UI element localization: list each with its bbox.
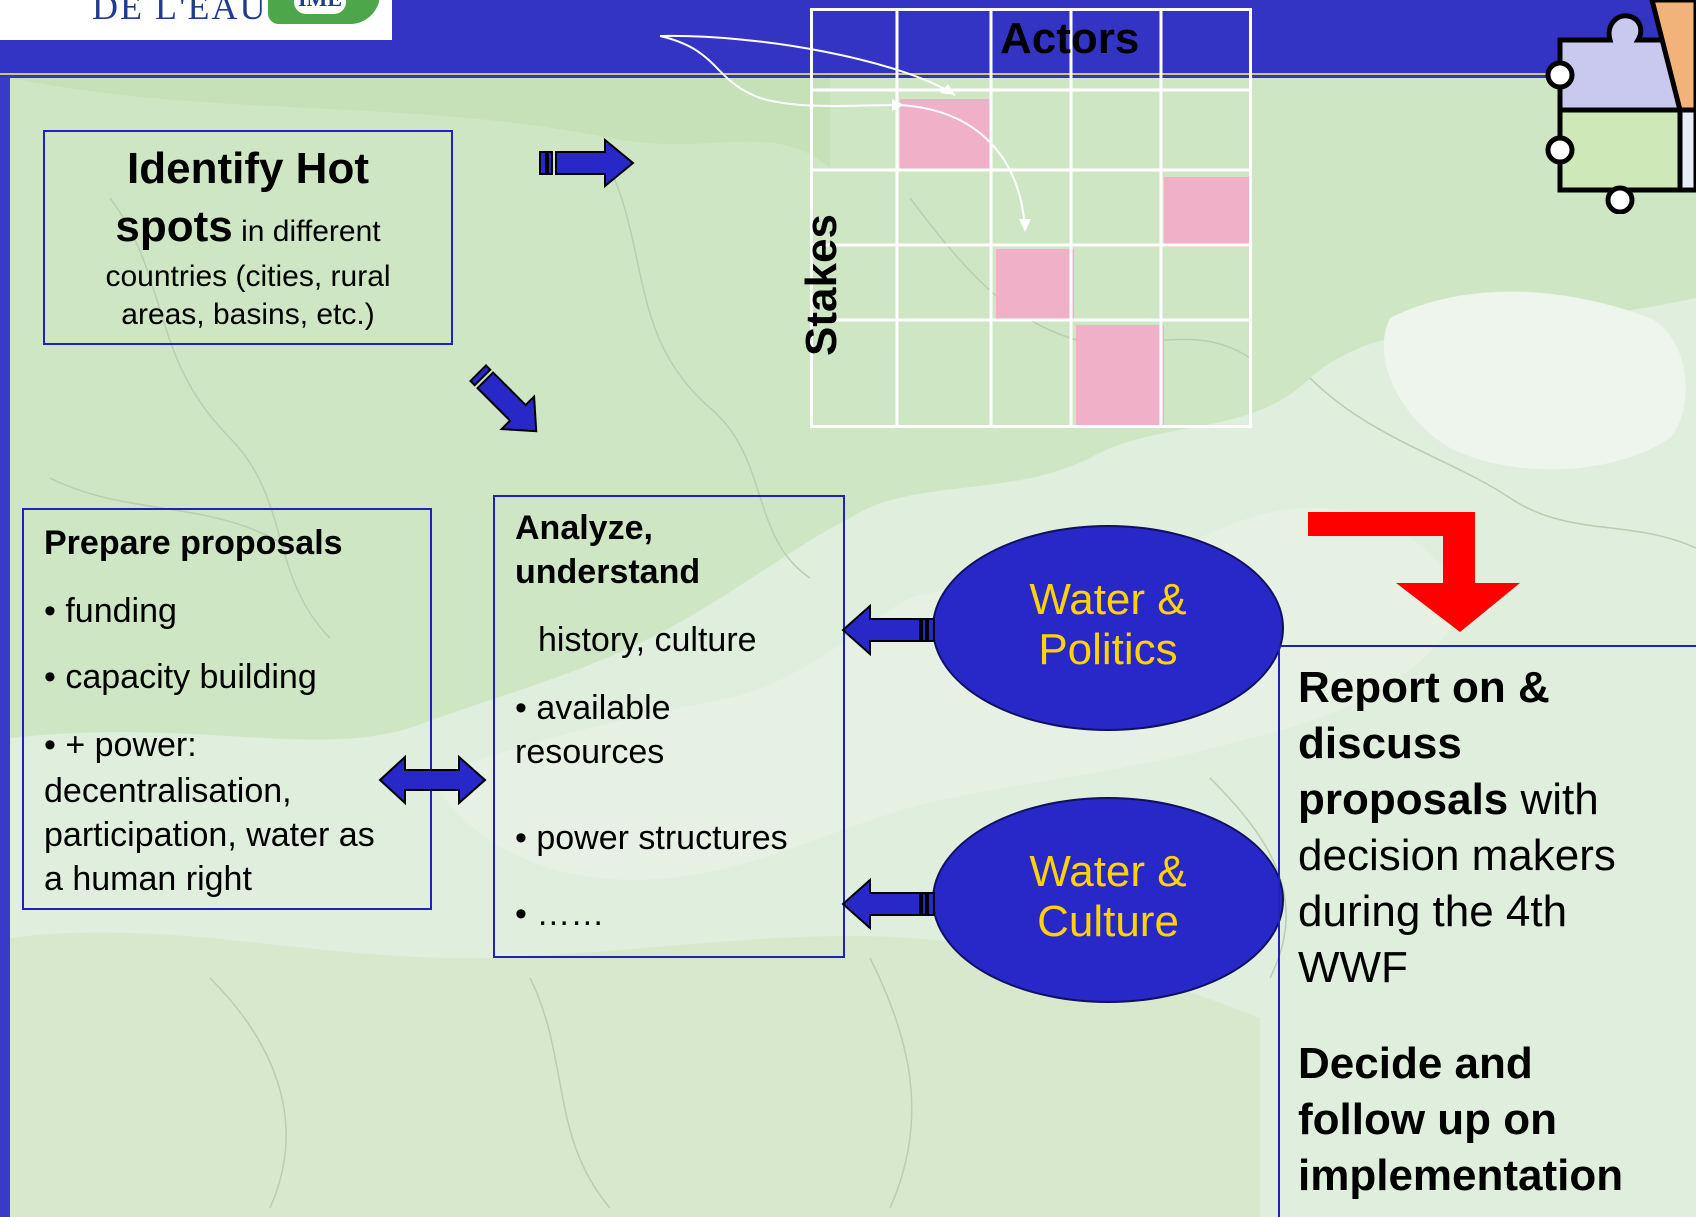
header-divider [0,73,1560,75]
analyze-item-resources-l1: • available [515,689,671,727]
hotspots-line3: countries (cities, rural [105,260,391,293]
report-l2: discuss [1298,719,1462,768]
analyze-title-l1: Analyze, [515,509,653,547]
logo-badge: IME [268,0,380,24]
hotspots-line4: areas, basins, etc.) [121,298,375,331]
stakes-actors-matrix [810,8,1252,428]
matrix-highlight-cell [1076,325,1164,425]
identify-hotspots-box: Identify Hot spots in different countrie… [43,130,453,345]
proposals-item-power-l3: participation, water as [44,816,375,854]
report-box: Report on & discuss proposals with decis… [1278,645,1696,1217]
puzzle-icon [1545,0,1696,214]
analyze-item-power: • power structures [515,819,788,857]
proposals-title: Prepare proposals [44,524,343,562]
matrix-row-label: Stakes [797,214,846,356]
water-politics-ellipse: Water & Politics [932,525,1284,731]
hotspots-title-bold: spots [115,202,233,251]
decide-l1: Decide and [1298,1039,1533,1088]
matrix-column-label: Actors [1000,14,1140,63]
report-l5: during the 4th [1298,887,1568,936]
logo: DE L'EAU IME [0,0,392,40]
analyze-understand-box: Analyze, understand history, culture • a… [493,495,845,958]
water-culture-l2: Culture [1037,897,1179,946]
water-politics-l2: Politics [1038,625,1178,674]
decide-l2: follow up on [1298,1095,1558,1144]
analyze-item-history: history, culture [538,621,757,659]
report-l6: WWF [1298,943,1408,992]
hotspots-title-rest: in different [232,215,381,248]
proposals-item-power-l2: decentralisation, [44,772,292,810]
analyze-item-resources-l2: resources [515,733,665,771]
analyze-title-l2: understand [515,553,701,591]
hotspots-title-line2: spots in different [45,202,451,252]
report-l3-bold: proposals [1298,775,1509,824]
proposals-item-power-l4: a human right [44,860,252,898]
water-culture-l1: Water & [1029,847,1187,896]
analyze-item-ellipsis: • …… [515,895,605,933]
water-politics-l1: Water & [1029,575,1187,624]
matrix-highlight-cell [900,99,990,171]
decide-l3: implementation [1298,1151,1624,1200]
matrix-highlight-cell [996,249,1074,321]
proposals-item-funding: • funding [44,592,177,630]
proposals-item-capacity: • capacity building [44,658,317,696]
report-l3: proposals with [1298,775,1599,825]
logo-text: DE L'EAU [92,0,268,27]
matrix-highlight-cell [1164,177,1249,247]
water-culture-ellipse: Water & Culture [932,797,1284,1003]
prepare-proposals-box: Prepare proposals • funding • capacity b… [22,508,432,910]
proposals-item-power-l1: • + power: [44,726,197,764]
report-l4: decision makers [1298,831,1616,880]
report-l1: Report on & [1298,663,1550,712]
report-l3-rest: with [1508,775,1599,824]
hotspots-title-line1: Identify Hot [127,144,369,193]
logo-badge-text: IME [294,0,346,14]
